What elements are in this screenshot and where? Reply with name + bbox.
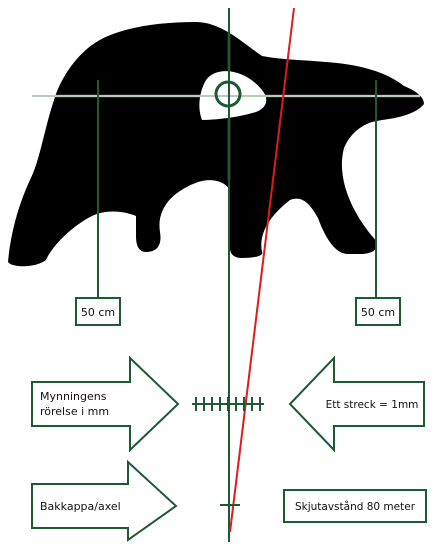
- red-deviation-line: [229, 7, 295, 533]
- reticle-circle: [214, 80, 242, 108]
- tick-unit-label: Ett streck = 1mm: [326, 399, 419, 411]
- reticle-ring-icon: [32, 8, 420, 542]
- muzzle-label-line2: rörelse i mm: [40, 405, 109, 418]
- distance-leaders: [97, 80, 377, 298]
- mm-tick-scale: [192, 397, 264, 411]
- shooting-distance-label: Skjutavstånd 80 meter: [295, 500, 416, 513]
- left-distance-label: 50 cm: [81, 306, 115, 319]
- butt-label: Bakkappa/axel: [40, 500, 121, 513]
- bear-silhouette-icon: [8, 22, 424, 267]
- shooting-distance-box: Skjutavstånd 80 meter: [283, 489, 427, 523]
- tick-unit-arrow-icon: Ett streck = 1mm: [288, 355, 425, 453]
- butt-arrow-icon: Bakkappa/axel: [31, 459, 178, 542]
- right-distance-box: 50 cm: [355, 297, 401, 326]
- left-distance-box: 50 cm: [75, 297, 121, 326]
- muzzle-arrow-icon: Mynningens rörelse i mm: [31, 355, 180, 453]
- right-distance-label: 50 cm: [361, 306, 395, 319]
- muzzle-label-line1: Mynningens: [40, 390, 107, 403]
